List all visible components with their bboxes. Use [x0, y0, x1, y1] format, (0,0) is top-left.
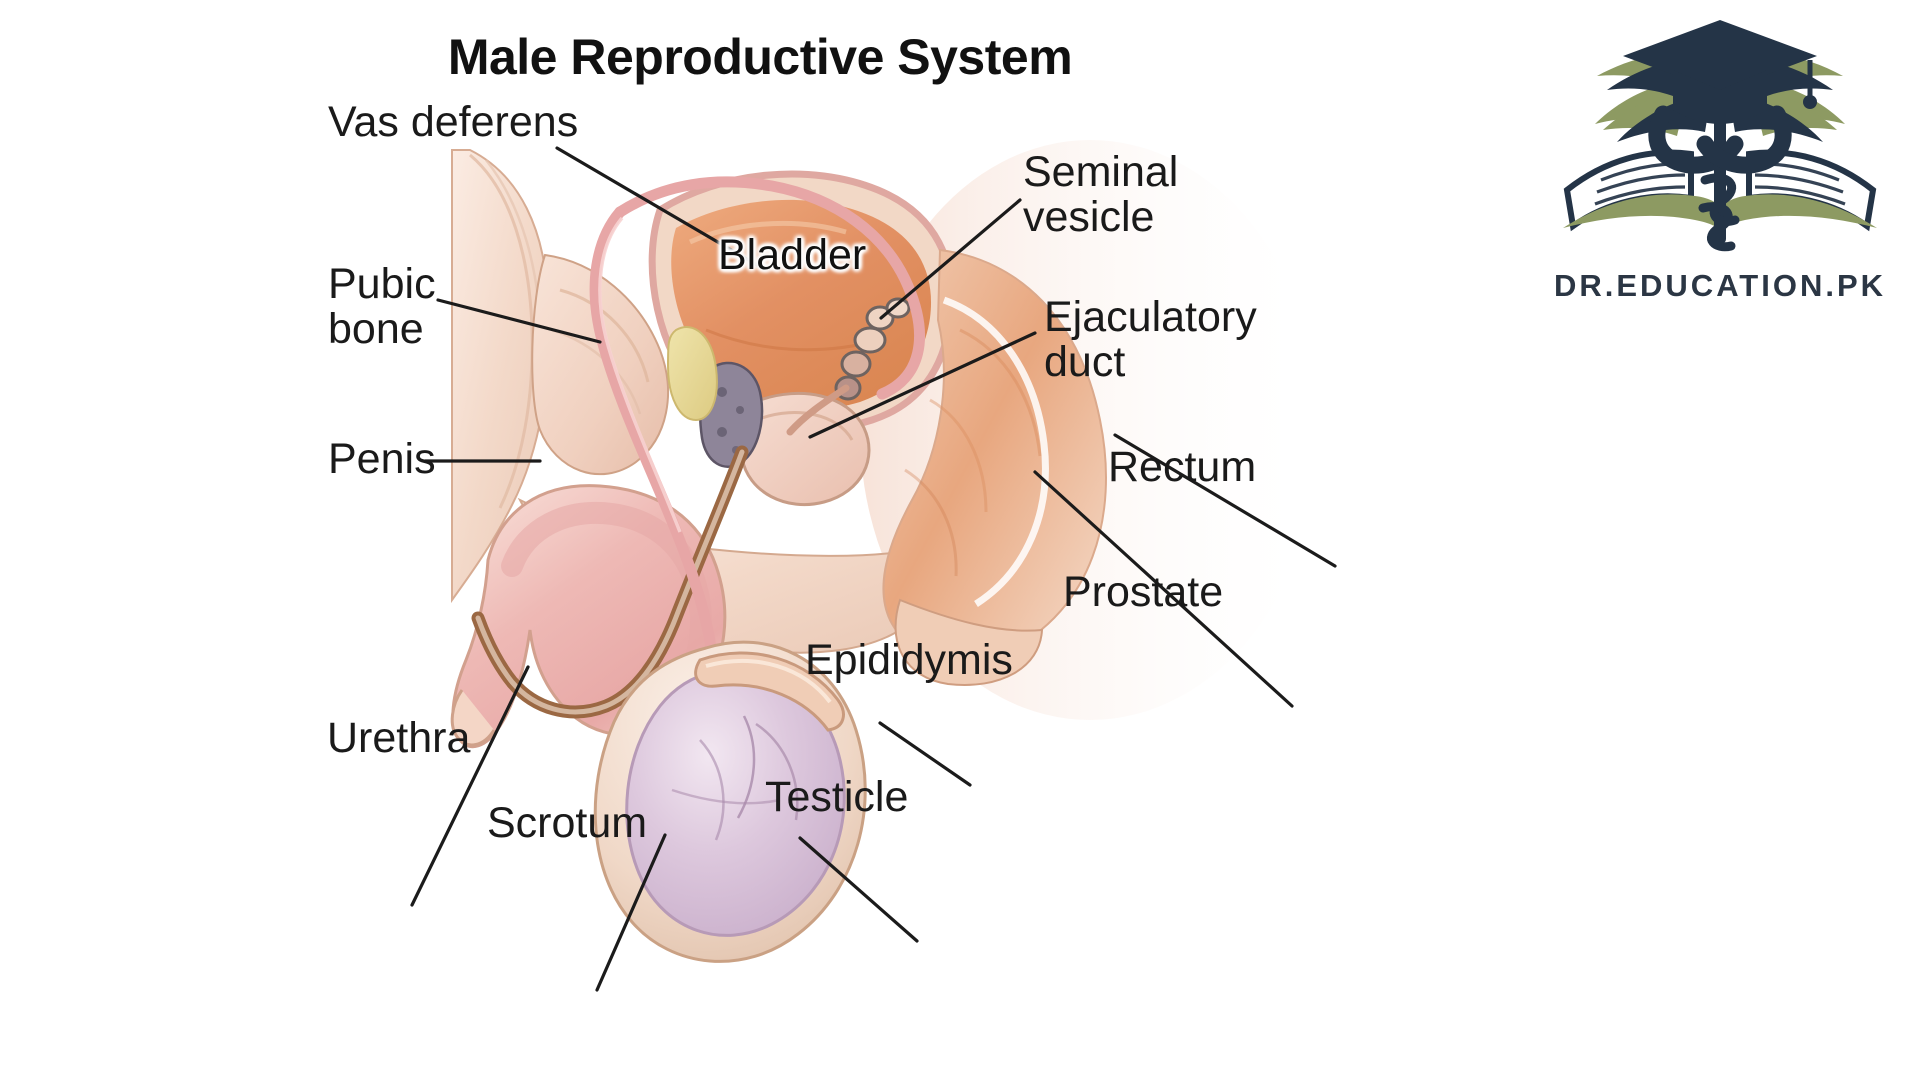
vas-deferens-highlight: [598, 216, 682, 533]
leader-seminal-vesicle: [879, 198, 1022, 320]
label-scrotum: Scrotum: [487, 799, 648, 847]
prostate-texture: [761, 411, 854, 441]
label-rectum: Rectum: [1108, 443, 1257, 491]
label-penis: Penis: [328, 435, 436, 483]
leader-testicle: [798, 836, 919, 943]
caduceus-snake-right: [1696, 105, 1792, 174]
leader-scrotum: [595, 833, 667, 992]
caduceus-graduation-cap-book-icon: [1563, 20, 1877, 252]
urethra-lumen: [475, 449, 745, 715]
label-seminal-vesicle: Seminal vesicle: [1023, 148, 1179, 241]
leader-vas-deferens: [555, 146, 759, 267]
ejaculatory-duct: [786, 384, 850, 436]
corpus-cavernosum-shade: [501, 502, 712, 707]
brand-logo[interactable]: DR.EDUCATION.PK: [1545, 12, 1895, 342]
epididymis-highlight: [705, 658, 832, 704]
testicle-vessel-4: [671, 788, 781, 805]
pubic-bone-texture: [559, 288, 650, 383]
label-ejaculatory-duct: Ejaculatory duct: [1044, 293, 1257, 386]
label-prostate: Prostate: [1063, 568, 1224, 616]
testicle-vessel-2: [755, 722, 799, 821]
label-pubic-bone: Pubic bone: [328, 260, 436, 353]
label-testicle: Testicle: [765, 773, 909, 821]
leader-epididymis: [878, 721, 972, 787]
abdominal-fascia-line: [469, 153, 534, 509]
leader-prostate: [1033, 470, 1294, 708]
caduceus-snake-coils: [1698, 173, 1740, 252]
epididymis: [694, 651, 845, 732]
anal-canal: [894, 598, 1044, 686]
graduation-cap-icon: [1623, 20, 1817, 124]
label-vas-deferens: Vas deferens: [328, 98, 579, 146]
vas-deferens-descending: [589, 206, 720, 698]
page-title: Male Reproductive System: [447, 29, 1073, 85]
logo-wordmark: DR.EDUCATION.PK: [1553, 268, 1887, 303]
rectum-texture: [959, 328, 1042, 457]
leader-ejaculatory-duct: [808, 331, 1037, 439]
leader-rectum: [1113, 433, 1337, 568]
label-bladder: Bladder: [718, 231, 867, 279]
label-epididymis: Epididymis: [805, 636, 1013, 684]
testicle-vessel: [736, 715, 756, 819]
glans: [450, 689, 496, 747]
testicle-vessel-3: [699, 739, 725, 841]
label-urethra: Urethra: [327, 714, 471, 762]
fat-pad: [666, 326, 718, 422]
rectum-texture-3: [904, 468, 958, 577]
leader-pubic-bone: [436, 298, 602, 344]
vas-deferens-upper: [614, 176, 925, 400]
rectum-texture-2: [929, 398, 988, 513]
leader-urethra: [410, 665, 530, 907]
rectum-lumen-line: [942, 296, 1049, 607]
